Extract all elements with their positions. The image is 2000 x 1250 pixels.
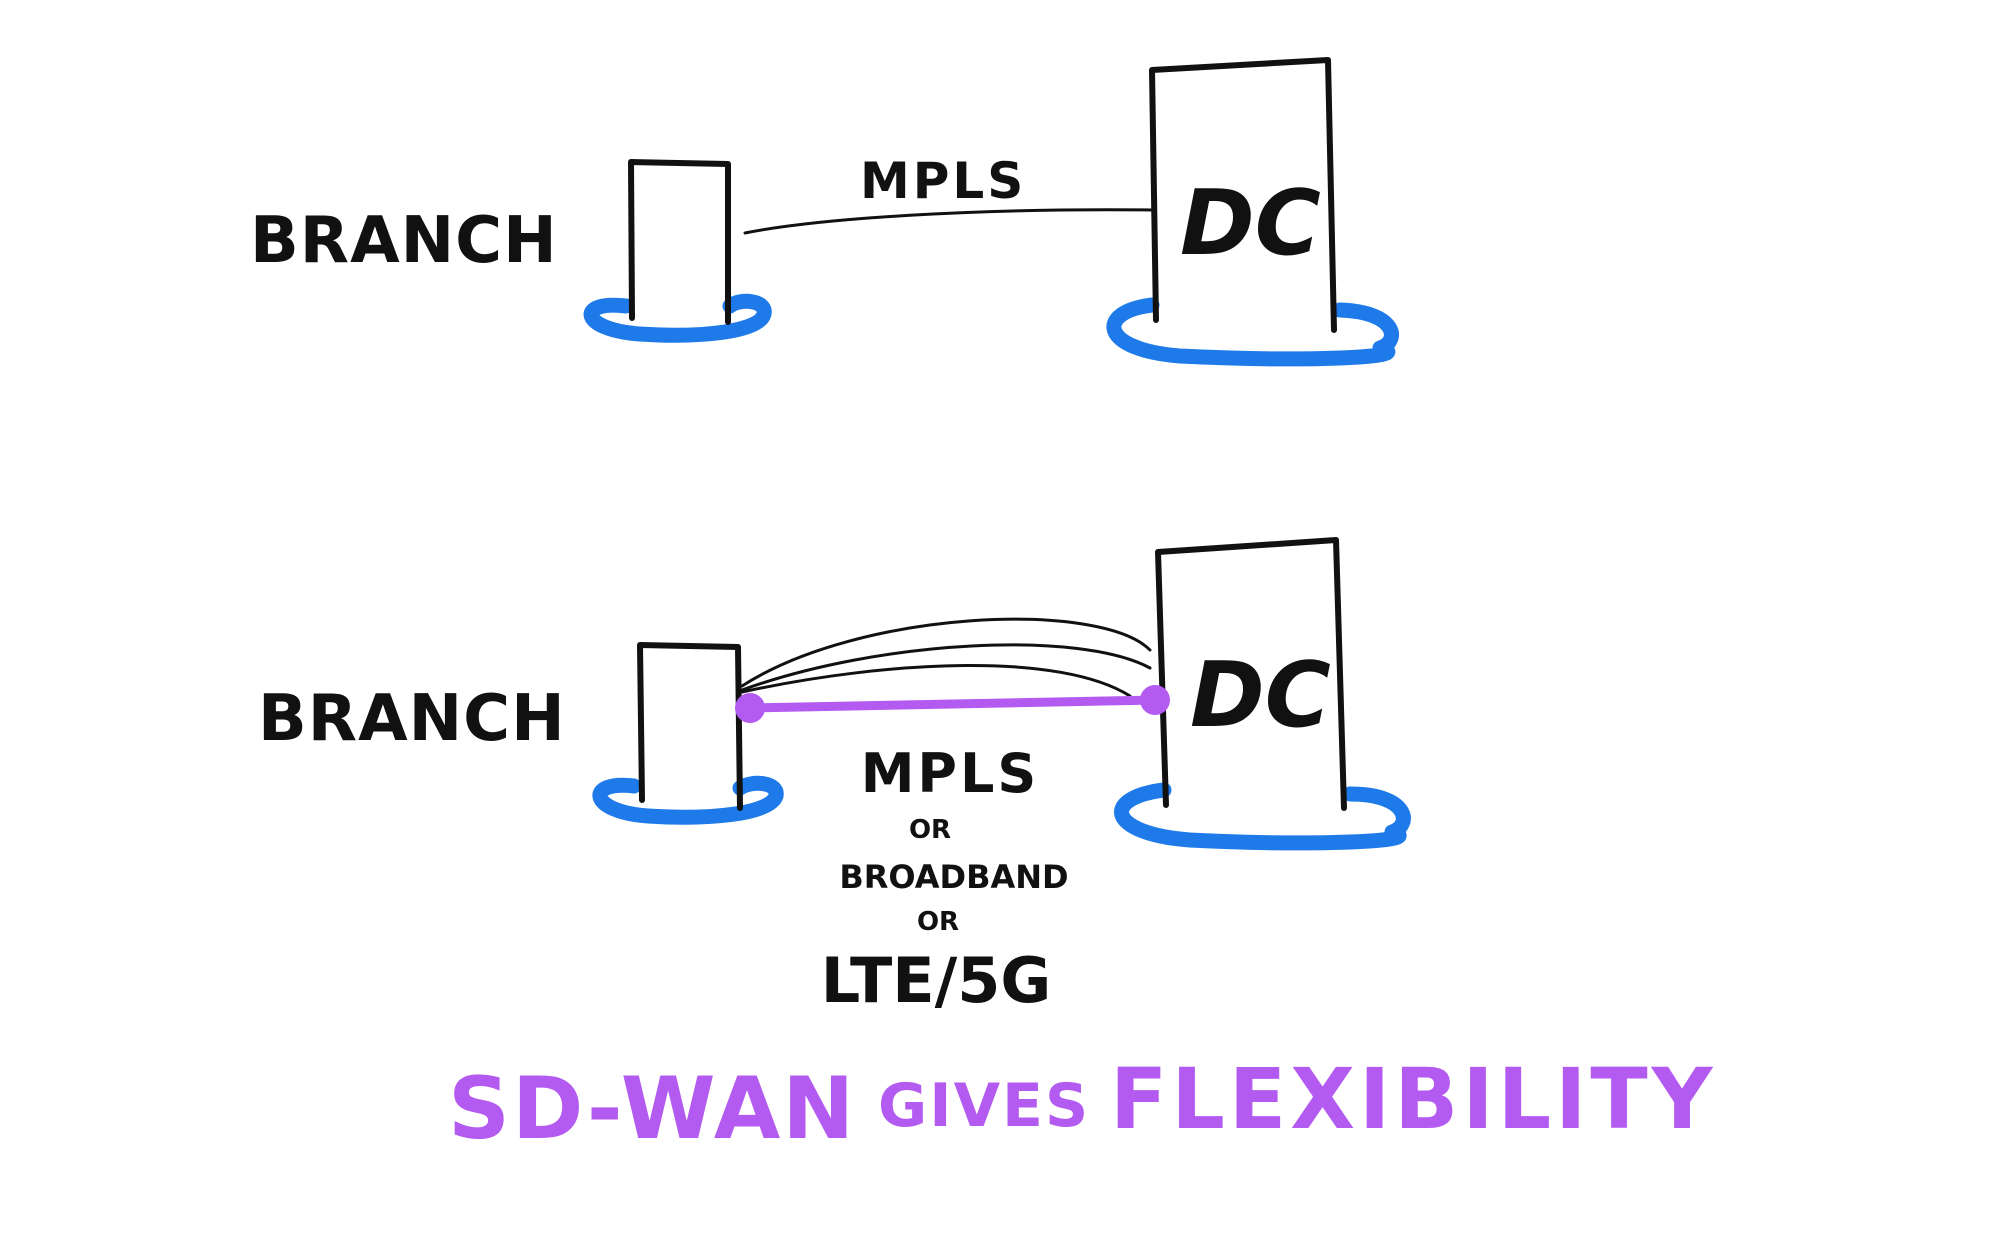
bottom-dc-box	[1155, 537, 1347, 811]
bottom-dc-label: DC	[1190, 643, 1331, 748]
bottom-link-option-or-1: OR	[909, 815, 951, 845]
caption: SD-WAN GIVES FLEXIBILITY	[448, 1050, 1717, 1159]
top-mpls-label: MPLS	[860, 152, 1026, 210]
bottom-link-endpoint-dc	[1140, 685, 1170, 715]
bottom-dc-base	[1114, 782, 1411, 851]
top-dc-label: DC	[1180, 171, 1321, 276]
top-branch-label: BRANCH	[250, 204, 558, 278]
bottom-arc-link-1	[740, 617, 1152, 688]
bottom-link-option-lte5g: LTE/5G	[821, 944, 1052, 1017]
bottom-arc-link-3	[740, 663, 1132, 698]
top-dc-box	[1149, 57, 1337, 333]
top-mpls-link	[743, 208, 1154, 235]
bottom-link-option-or-2: OR	[917, 907, 959, 937]
bottom-arc-link-2	[740, 643, 1152, 692]
bottom-branch-base	[592, 775, 784, 825]
bottom-branch-label: BRANCH	[258, 682, 566, 756]
top-branch-base	[583, 293, 772, 343]
top-branch-box	[628, 159, 731, 325]
caption-flexibility: FLEXIBILITY	[1110, 1050, 1717, 1148]
bottom-link-option-mpls: MPLS	[861, 742, 1040, 805]
bottom-diagram: BRANCH DC MPLS OR BROADBAND OR LTE/5G	[258, 537, 1411, 1017]
caption-sdwan: SD-WAN	[448, 1059, 856, 1159]
top-diagram: BRANCH MPLS DC	[250, 57, 1399, 367]
bottom-link-option-broadband: BROADBAND	[839, 858, 1068, 896]
bottom-sdwan-link	[743, 695, 1161, 713]
bottom-link-endpoint-branch	[735, 693, 765, 723]
caption-gives: GIVES	[878, 1071, 1090, 1141]
bottom-branch-box	[637, 642, 743, 811]
top-dc-base	[1106, 297, 1399, 367]
